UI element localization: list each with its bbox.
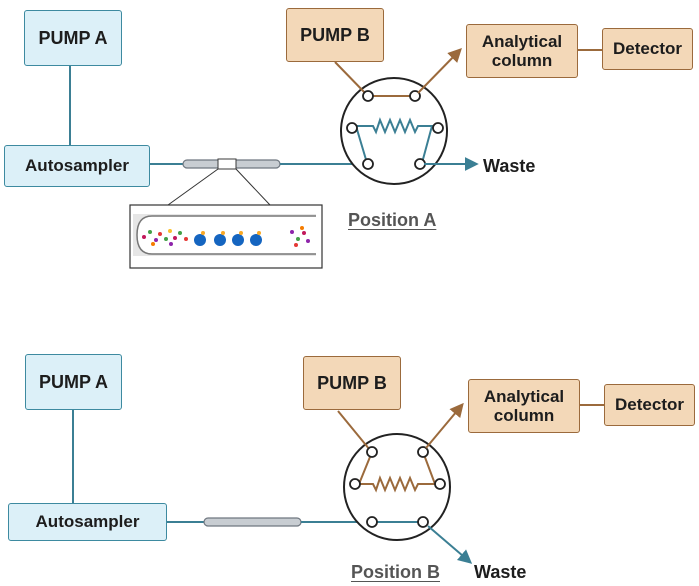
detector-box-b: Detector <box>604 384 695 426</box>
sample-loop-a <box>354 117 434 164</box>
trap-zoom-inset <box>129 204 323 269</box>
waste-label: Waste <box>483 156 536 176</box>
pump-b-label: PUMP B <box>300 24 370 45</box>
pump-a-box-b: PUMP A <box>25 354 122 410</box>
zoom-line-right <box>235 168 271 206</box>
autosampler-label: Autosampler <box>25 156 129 176</box>
pump-a-box: PUMP A <box>24 10 122 66</box>
detector-box: Detector <box>602 28 693 70</box>
analytical-column-box: Analytical column <box>466 24 578 78</box>
autosampler-box-b: Autosampler <box>8 503 167 541</box>
pump-a-label: PUMP A <box>38 27 108 48</box>
column-label-line1-b: Analytical <box>483 386 565 406</box>
panel-a-lines <box>69 47 602 206</box>
waste-label-b: Waste <box>474 562 527 582</box>
panel-b-lines <box>72 402 604 564</box>
detector-label: Detector <box>613 39 682 59</box>
zoom-line-left <box>167 168 219 206</box>
trap-column-b <box>203 517 302 527</box>
pump-b-box: PUMP B <box>286 8 384 62</box>
trap-zoom-marker <box>217 158 237 170</box>
pump-a-label-b: PUMP A <box>38 371 108 392</box>
to-column-arrow-a <box>417 47 462 94</box>
sample-loop-b <box>357 451 437 493</box>
pump-b-line <box>334 61 369 97</box>
position-a-caption: Position A <box>348 210 437 230</box>
pump-b-box-b: PUMP B <box>303 356 401 410</box>
analytical-column-box-b: Analytical column <box>468 379 580 433</box>
column-label-line2: column <box>491 51 553 70</box>
pump-b-label-b: PUMP B <box>317 372 387 393</box>
autosampler-label-b: Autosampler <box>35 512 140 532</box>
position-b-caption: Position B <box>351 562 440 582</box>
detector-label-b: Detector <box>615 395 684 415</box>
autosampler-box: Autosampler <box>4 145 150 187</box>
column-label-line1: Analytical <box>481 31 563 51</box>
column-label-line2-b: column <box>493 406 555 425</box>
